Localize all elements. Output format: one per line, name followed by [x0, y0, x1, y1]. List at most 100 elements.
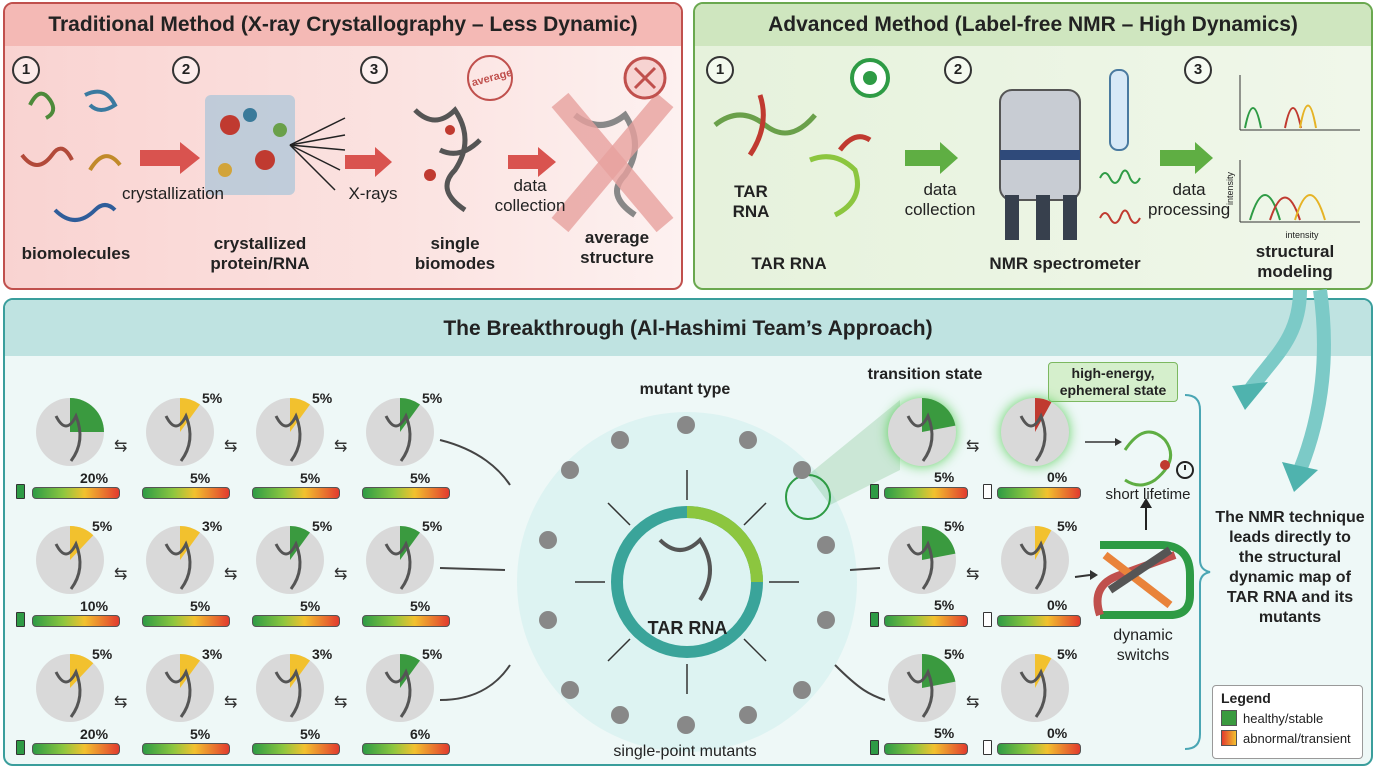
- tar-rna-inner-label: TAR RNA: [732, 182, 770, 221]
- equilibrium-arrow: ⇆: [966, 566, 980, 583]
- right-pie-percent: 0%: [1047, 597, 1068, 613]
- pie-bottom-percent: 5%: [190, 598, 211, 614]
- dynamic-switch-icon: [1093, 541, 1194, 619]
- equilibrium-arrow: ⇆: [334, 566, 348, 583]
- health-bar: [32, 615, 120, 627]
- equilibrium-arrow: ⇆: [334, 694, 348, 711]
- pie-cell: [144, 396, 216, 468]
- adv-arrows: [905, 142, 1213, 174]
- spectrum-x-axis-label: intensity: [1285, 230, 1319, 240]
- legend-swatch-healthy: [1221, 710, 1237, 726]
- advanced-title: Advanced Method (Label-free NMR – High D…: [695, 4, 1371, 46]
- pie-cell: [254, 396, 326, 468]
- single-biomodes-icon: [413, 106, 482, 213]
- legend-label-healthy: healthy/stable: [1243, 710, 1324, 726]
- equilibrium-arrow: ⇆: [966, 694, 980, 711]
- health-bar: [32, 743, 120, 755]
- pie-top-percent: 5%: [422, 518, 443, 534]
- battery-icon: [983, 612, 992, 627]
- dynamic-switchs-label: dynamic switchs: [1113, 627, 1173, 664]
- equilibrium-arrow: ⇆: [114, 694, 128, 711]
- pie-top-percent: 3%: [202, 518, 223, 534]
- health-bar: [252, 743, 340, 755]
- legend-swatch-abnormal: [1221, 730, 1237, 746]
- average-structure-icon: [551, 92, 674, 233]
- center-tar-rna-label: TAR RNA: [647, 618, 728, 638]
- pie-bottom-percent: 5%: [300, 470, 321, 486]
- spectrum-chart-top: [1239, 75, 1360, 131]
- equilibrium-arrow: ⇆: [224, 694, 238, 711]
- pie-top-percent: 5%: [312, 390, 333, 406]
- right-pie-cell: [999, 396, 1071, 468]
- battery-icon: [16, 484, 25, 499]
- adv-data-collection-label: data collection: [904, 180, 976, 219]
- high-energy-label: high-energy, ephemeral state: [1048, 362, 1178, 402]
- pie-cell: [144, 652, 216, 724]
- pie-bottom-percent: 5%: [300, 726, 321, 742]
- pie-top-percent: 5%: [92, 518, 113, 534]
- crystallized-label: crystallized protein/RNA: [210, 234, 310, 273]
- breakthrough-title: The Breakthrough (Al-Hashimi Team’s Appr…: [5, 300, 1371, 356]
- trad-data-collection-label: data collection: [494, 176, 566, 215]
- adv-step-1-badge: 1: [706, 56, 734, 84]
- equilibrium-arrow: ⇆: [334, 438, 348, 455]
- pie-top-percent: 3%: [312, 646, 333, 662]
- legend-box: Legend healthy/stable abnormal/transient: [1212, 685, 1363, 759]
- equilibrium-arrow: ⇆: [114, 566, 128, 583]
- structural-modeling-label: structural modeling: [1255, 242, 1335, 281]
- pie-top-percent: 5%: [422, 646, 443, 662]
- right-pie-percent: 0%: [1047, 469, 1068, 485]
- right-health-bar: [997, 487, 1081, 499]
- right-pie-percent: 5%: [934, 597, 955, 613]
- tar-rna-label: TAR RNA: [751, 254, 827, 273]
- right-pie-percent: 5%: [934, 725, 955, 741]
- step-3-badge: 3: [360, 56, 388, 84]
- nmr-spectrometer-icon: [999, 69, 1129, 240]
- equilibrium-arrow: ⇆: [966, 438, 980, 455]
- pie-cell: [364, 524, 436, 596]
- right-pie-top-percent: 5%: [1057, 518, 1078, 534]
- biomolecules-icon: [20, 89, 122, 222]
- legend-label-abnormal: abnormal/transient: [1243, 730, 1351, 746]
- right-health-bar: [884, 743, 968, 755]
- nmr-spectrometer-label: NMR spectrometer: [989, 254, 1141, 273]
- right-pie-cell: [886, 524, 958, 596]
- right-pie-percent: 5%: [934, 469, 955, 485]
- crystal-lattice-icon: [205, 95, 295, 195]
- pie-bottom-percent: 6%: [410, 726, 431, 742]
- right-pie-cell: [886, 396, 958, 468]
- battery-icon: [870, 612, 879, 627]
- pie-top-percent: 3%: [202, 646, 223, 662]
- short-lifetime-label: short lifetime: [1105, 486, 1191, 503]
- right-pie-cell: [999, 524, 1071, 596]
- pie-cell: [364, 652, 436, 724]
- battery-icon: [870, 484, 879, 499]
- pie-top-percent: 5%: [422, 390, 443, 406]
- step-1-badge: 1: [12, 56, 40, 84]
- battery-icon: [983, 484, 992, 499]
- right-pie-percent: 0%: [1047, 725, 1068, 741]
- pie-cell: [34, 652, 106, 724]
- right-pie-top-percent: 5%: [944, 518, 965, 534]
- pie-bottom-percent: 20%: [80, 470, 109, 486]
- tar-rna-dynamic-icon: [713, 94, 872, 218]
- right-health-bar: [997, 615, 1081, 627]
- biomolecules-label: biomolecules: [21, 244, 131, 263]
- pie-cell: [34, 396, 106, 468]
- pie-bottom-percent: 5%: [410, 470, 431, 486]
- health-bar: [142, 487, 230, 499]
- pie-top-percent: 5%: [312, 518, 333, 534]
- nmr-signal-icon: [1099, 169, 1141, 224]
- trad-arrows: [140, 142, 556, 177]
- reject-icon: [623, 56, 667, 100]
- average-stamp-icon: [467, 55, 513, 101]
- right-pie-cell: [999, 652, 1071, 724]
- dynamics-icon: [850, 58, 890, 98]
- traditional-title: Traditional Method (X-ray Crystallograph…: [5, 4, 681, 46]
- spectrum-chart-bottom: [1239, 160, 1360, 223]
- right-pie-top-percent: 5%: [944, 646, 965, 662]
- pie-cell: [254, 652, 326, 724]
- health-bar: [362, 487, 450, 499]
